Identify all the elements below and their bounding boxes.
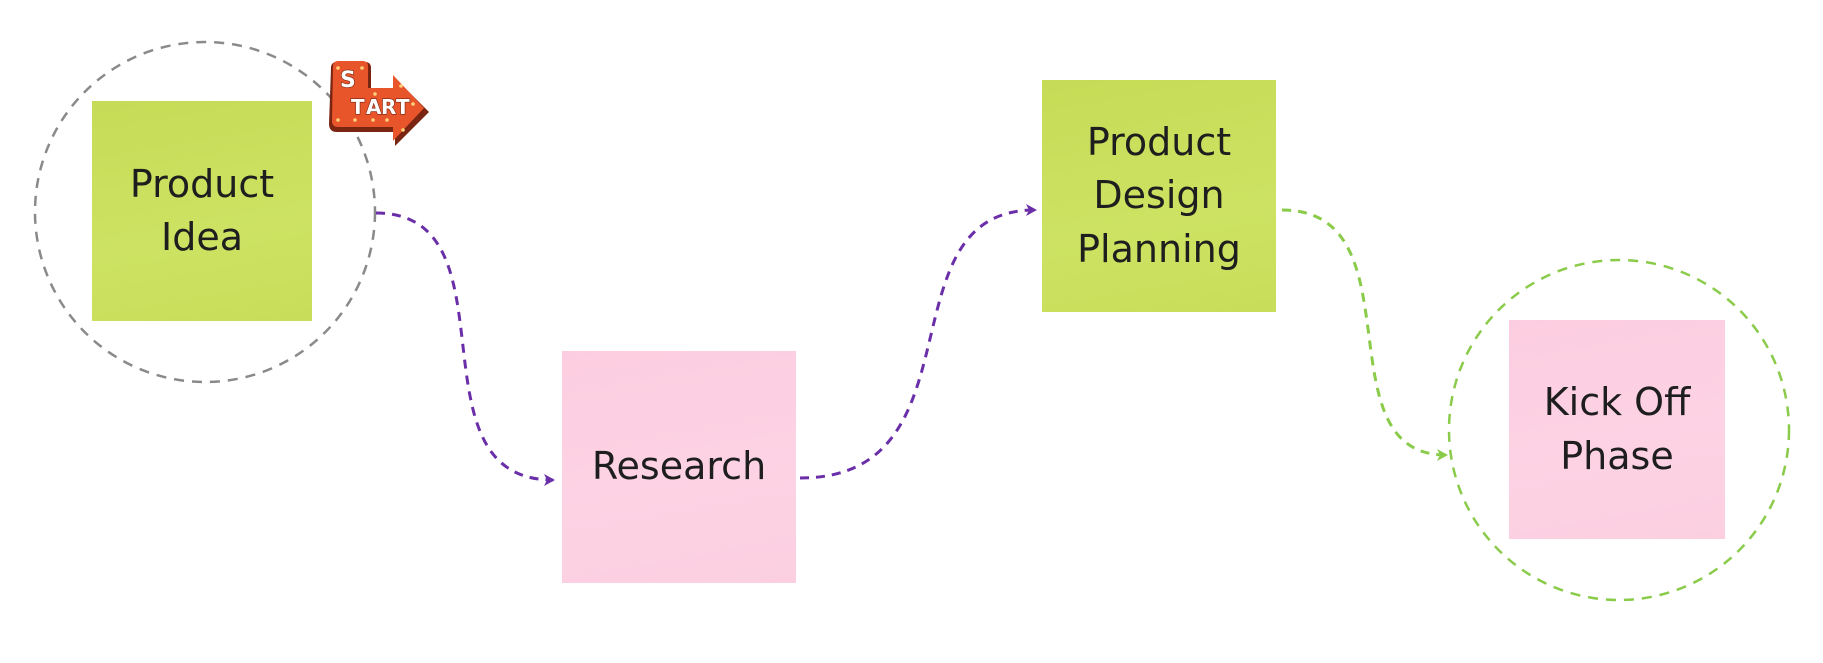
start-letter-a: A — [366, 95, 382, 119]
connector-research-to-design[interactable] — [799, 204, 1037, 480]
start-letter-s: S — [340, 68, 356, 93]
start-letter-t1: T — [351, 95, 365, 119]
end-highlight-circle — [1447, 258, 1791, 602]
connector-idea-to-research[interactable] — [375, 211, 555, 486]
sticky-note-product-design-planning[interactable]: Product Design Planning — [1042, 80, 1276, 312]
start-sticker-icon[interactable]: S T A R T — [325, 60, 431, 150]
connector-design-to-kickoff[interactable] — [1281, 208, 1448, 461]
start-highlight-circle — [33, 40, 377, 384]
start-letter-r: R — [381, 95, 396, 119]
sticky-note-research[interactable]: Research — [562, 351, 796, 583]
sticky-note-product-idea[interactable]: Product Idea — [92, 101, 312, 321]
start-letter-t2: T — [396, 95, 410, 119]
sticky-note-kick-off-phase[interactable]: Kick Off Phase — [1509, 320, 1725, 539]
